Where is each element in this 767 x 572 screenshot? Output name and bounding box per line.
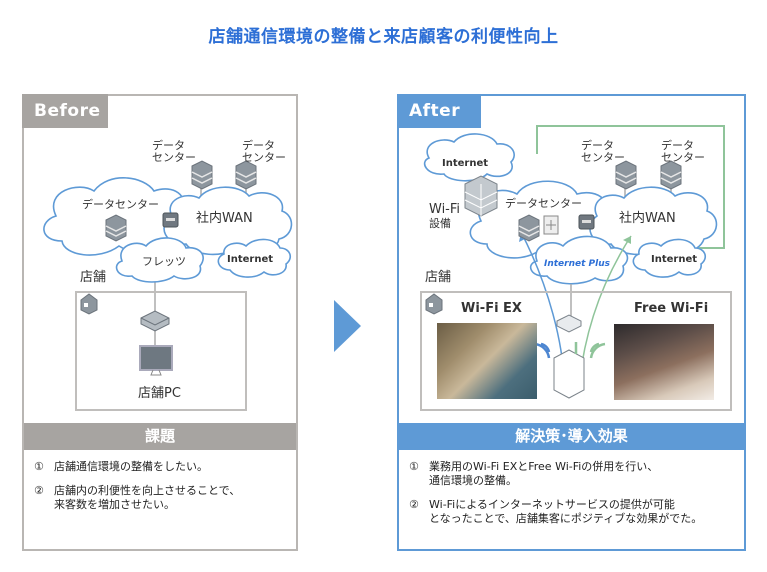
green-arrowhead-icon xyxy=(623,236,631,244)
house-icon xyxy=(80,293,98,315)
hub-icon xyxy=(140,310,170,332)
cloud-internet xyxy=(632,238,707,278)
wifi-ex-label: Wi-Fi EX xyxy=(461,301,522,316)
router-icon-wan xyxy=(162,212,179,228)
wifi-signal-blue-icon xyxy=(534,342,551,359)
after-network-graphic xyxy=(420,125,732,411)
cloud-wan xyxy=(163,186,293,256)
router-icon-wan xyxy=(578,214,595,230)
cloud-flets-label: フレッツ xyxy=(142,255,186,268)
wifi-ex-photo xyxy=(437,323,537,399)
cloud-internet-label: Internet xyxy=(651,254,698,265)
server-icon-dc2 xyxy=(660,160,682,190)
server-icon-dc1 xyxy=(615,160,637,190)
server-icon-datacenter xyxy=(105,214,127,242)
house-icon xyxy=(425,293,443,315)
transition-arrow-icon xyxy=(334,300,361,352)
dc1-label: データ センター xyxy=(581,139,625,164)
cloud-internet xyxy=(217,238,292,278)
store-area xyxy=(75,291,247,411)
free-wifi-label: Free Wi-Fi xyxy=(634,301,709,316)
before-diagram: データ センター データ センター データセンター 社内WAN フレッツ Int… xyxy=(24,96,296,421)
store-area xyxy=(420,291,732,411)
wifi-router-icon xyxy=(553,342,585,399)
page-title: 店舗通信環境の整備と来店顧客の利便性向上 xyxy=(208,27,559,47)
firewall-icon xyxy=(464,175,498,217)
after-diagram: データ センター データ センター Internet Wi-Fi 設備 データセ… xyxy=(399,96,744,421)
cloud-internet-plus-label: Internet Plus xyxy=(544,259,610,269)
after-tag: After xyxy=(397,94,481,128)
pc-label: 店舗PC xyxy=(138,386,181,401)
pc-icon xyxy=(139,345,173,376)
dc1-label: データ センター xyxy=(152,139,196,164)
store-label: 店舗 xyxy=(425,270,452,285)
before-tag: Before xyxy=(22,94,108,128)
store-label: 店舗 xyxy=(80,270,107,285)
solution-heading: 解決策･導入効果 xyxy=(399,423,744,450)
server-icon-dc2 xyxy=(235,160,257,190)
cloud-internet-label: Internet xyxy=(227,254,274,265)
free-wifi-photo xyxy=(614,324,714,400)
cloud-wan-label: 社内WAN xyxy=(619,211,676,226)
wifi-signal-green-icon xyxy=(589,342,606,359)
server-icon-dc1 xyxy=(191,160,213,190)
dc2-label: データ センター xyxy=(242,139,286,164)
auth-server-icon xyxy=(543,215,559,235)
cloud-internet-plus xyxy=(529,235,629,285)
cloud-wan-label: 社内WAN xyxy=(196,211,253,226)
cloud-wan xyxy=(589,186,718,256)
cloud-datacenter-label: データセンター xyxy=(505,197,582,210)
cloud-internet-top-label: Internet xyxy=(442,158,489,169)
before-panel: Before xyxy=(22,94,298,551)
onu-icon xyxy=(556,314,582,333)
cloud-flets xyxy=(115,237,204,283)
issues-heading: 課題 xyxy=(24,423,296,450)
wifi-equipment-label: Wi-Fi xyxy=(429,202,461,217)
wifi-equipment-sub-label: 設備 xyxy=(429,217,451,230)
server-icon-datacenter xyxy=(518,214,540,242)
before-network-graphic xyxy=(43,160,293,411)
dc2-label: データ センター xyxy=(661,139,705,164)
after-panel: After xyxy=(397,94,746,551)
cloud-datacenter-label: データセンター xyxy=(82,198,159,211)
cloud-internet-top xyxy=(423,133,515,182)
